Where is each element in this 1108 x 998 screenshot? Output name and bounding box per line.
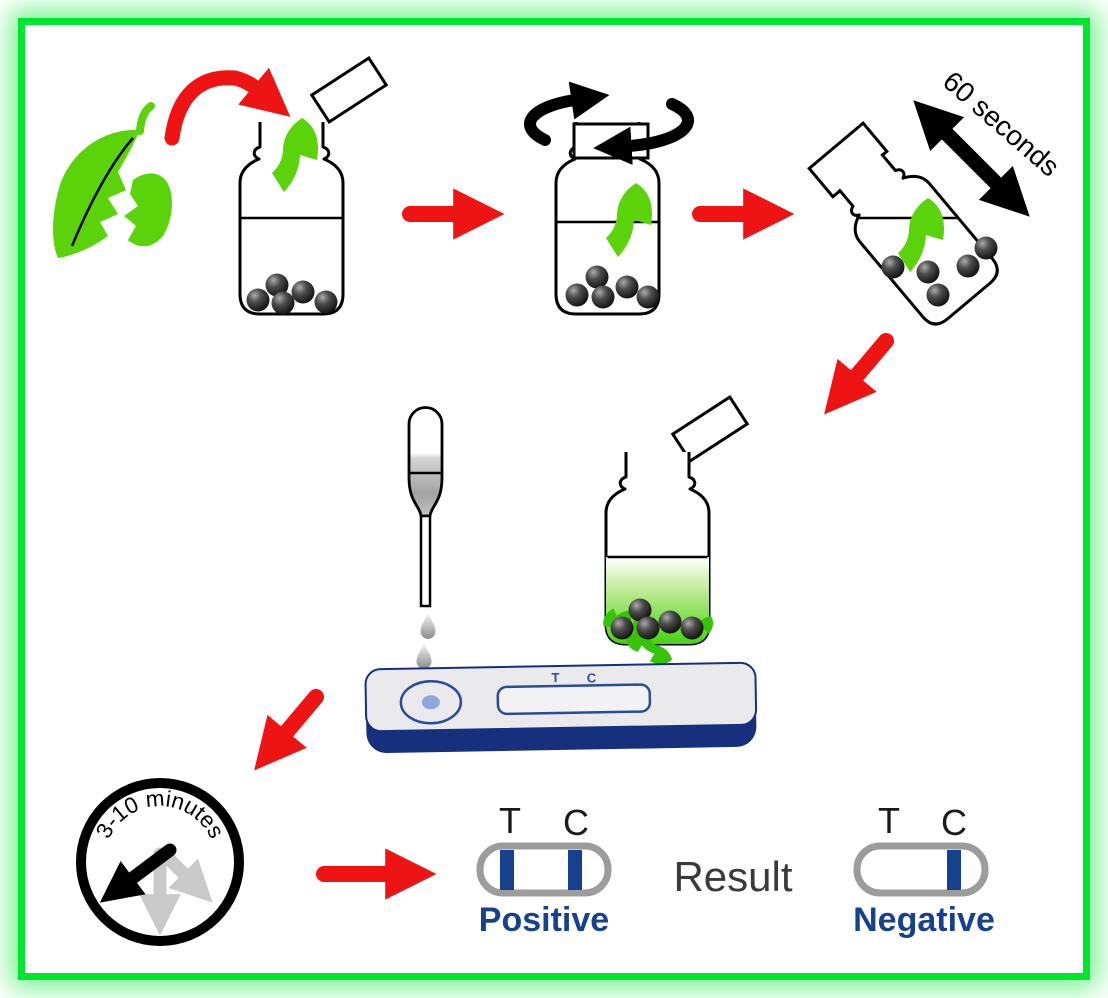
shake-arrow-icon xyxy=(913,100,1030,217)
extraction-beads xyxy=(881,236,998,307)
extraction-beads xyxy=(246,273,338,315)
sample-well-dot xyxy=(421,695,440,710)
extraction-beads xyxy=(565,265,660,309)
vial-1-with-beads xyxy=(238,55,389,316)
red-curved-arrow xyxy=(164,67,291,146)
test-cassette-icon: T C xyxy=(364,661,758,754)
positive-c-line xyxy=(568,850,582,890)
negative-c-line xyxy=(947,850,961,890)
vial-2-capped xyxy=(524,81,695,316)
positive-result: T C Positive xyxy=(476,800,612,939)
result-heading: Result xyxy=(673,853,792,900)
dropper-stem xyxy=(419,514,432,608)
negative-caption: Negative xyxy=(853,901,995,939)
extraction-beads xyxy=(610,598,704,640)
negative-t-label: T xyxy=(878,800,900,841)
red-arrow-step5-6 xyxy=(254,689,324,771)
leaf-torn-fragment xyxy=(124,173,172,247)
extract-drop xyxy=(416,644,432,669)
positive-strip xyxy=(476,842,612,897)
positive-t-label: T xyxy=(499,800,521,841)
negative-strip xyxy=(853,842,989,897)
timer-clock-icon: 3-10 minutes xyxy=(76,778,244,946)
cassette-c-label: C xyxy=(587,670,597,685)
vial-cap-icon xyxy=(670,394,750,464)
clock-hand-black xyxy=(99,843,177,903)
positive-c-label: C xyxy=(563,802,589,843)
sample-well xyxy=(399,679,463,725)
negative-result: T C Negative xyxy=(853,800,995,939)
result-window xyxy=(496,683,652,716)
negative-c-label: C xyxy=(941,802,967,843)
torn-leaf-icon xyxy=(53,102,172,258)
leaf-stem xyxy=(136,102,155,135)
vial-3-shaking: 60 seconds xyxy=(807,65,1065,332)
vial-cap-icon xyxy=(309,55,389,125)
leaf-vein xyxy=(70,137,134,247)
red-arrow-step3-4 xyxy=(824,333,894,415)
dropper-bulb xyxy=(407,406,444,518)
extract-drop xyxy=(420,614,436,639)
dropper-icon xyxy=(407,406,444,669)
positive-caption: Positive xyxy=(479,901,609,939)
frame-border xyxy=(18,18,1090,980)
twist-cap-arrows-icon xyxy=(524,81,695,165)
shake-duration-label: 60 seconds xyxy=(937,65,1065,182)
cassette-t-label: T xyxy=(551,670,559,685)
positive-t-line xyxy=(500,850,514,890)
vial-4-extract xyxy=(598,394,750,668)
